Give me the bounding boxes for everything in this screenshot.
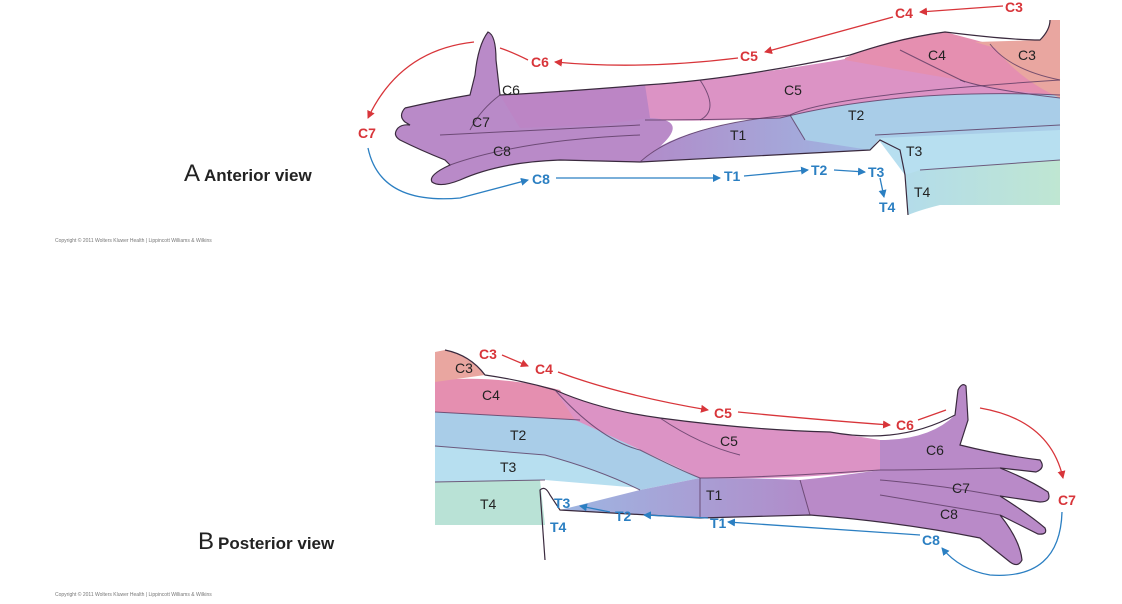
anterior-red-arrow: [554, 57, 739, 67]
anterior-blue-arrow: [367, 147, 529, 200]
posterior-copyright: Copyright © 2011 Wolters Kluwer Health |…: [55, 592, 212, 598]
posterior-blue-arrow: [941, 511, 1063, 576]
anterior-blue-label: C8: [532, 171, 550, 187]
posterior-arm: C3 C4 T2 C5 C6 T3 T1 C7 T4 C8 C3 C4 C5 C…: [434, 346, 1076, 576]
anterior-red-label: C7: [358, 125, 376, 141]
anterior-blue-label: T3: [868, 164, 885, 180]
posterior-outline: [444, 349, 1050, 566]
anterior-seg-label: C7: [472, 114, 490, 130]
anterior-seg-label: T3: [906, 143, 923, 159]
anterior-region-c3: [975, 20, 1060, 98]
posterior-region-c4: [435, 378, 580, 420]
posterior-seg-label: T1: [706, 487, 723, 503]
posterior-blue-label: T2: [615, 508, 632, 524]
posterior-seg-label: T4: [480, 496, 497, 512]
posterior-region-c3: [435, 350, 485, 382]
anterior-blue-label: T1: [724, 168, 741, 184]
anterior-red-arrow: [367, 41, 475, 119]
anterior-seg-label: C5: [784, 82, 802, 98]
posterior-seg-label: C7: [952, 480, 970, 496]
anterior-arm: C3 C4 C5 C6 C7 C8 T1 T2 T3 T4 C3 C4 C5 C…: [358, 0, 1061, 216]
posterior-red-arrow: [557, 371, 709, 413]
posterior-seg-label: C8: [940, 506, 958, 522]
posterior-region-t2: [435, 405, 700, 490]
posterior-seg-label: C6: [926, 442, 944, 458]
anterior-red-arrow: [764, 16, 894, 55]
anterior-region-t4: [905, 155, 1060, 215]
anterior-outline: [394, 19, 1051, 216]
posterior-seg-label: T2: [510, 427, 527, 443]
posterior-region-t1: [560, 478, 810, 518]
posterior-red-label: C3: [479, 346, 497, 362]
anterior-region-c4: [845, 32, 1060, 95]
posterior-blue-label: C8: [922, 532, 940, 548]
posterior-region-t4: [435, 480, 545, 525]
anterior-red-label: C3: [1005, 0, 1023, 15]
posterior-blue-arrow: [579, 503, 611, 513]
anterior-red-label: C5: [740, 48, 758, 64]
anterior-blue-arrow: [833, 167, 866, 176]
anterior-seg-label: C8: [493, 143, 511, 159]
posterior-seg-label: C5: [720, 433, 738, 449]
anterior-seg-label: T2: [848, 107, 865, 123]
anterior-region-t3: [875, 125, 1060, 175]
anterior-view-letter: A: [184, 160, 201, 187]
posterior-blue-label: T4: [550, 519, 567, 535]
anterior-seg-label: T1: [730, 127, 747, 143]
anterior-region-hand: [395, 32, 673, 185]
anterior-red-label: C6: [531, 54, 549, 70]
posterior-blue-label: T3: [554, 495, 571, 511]
anterior-region-t1: [640, 115, 870, 162]
posterior-red-arrow: [979, 407, 1066, 479]
anterior-region-t2: [770, 80, 1060, 150]
posterior-seg-label: C4: [482, 387, 500, 403]
anterior-blue-label: T2: [811, 162, 828, 178]
posterior-red-label: C7: [1058, 492, 1076, 508]
posterior-view-letter: B: [198, 528, 215, 555]
anterior-view-word: Anterior view: [204, 166, 312, 185]
anterior-seg-label: C4: [928, 47, 946, 63]
anterior-region-forearm: [500, 85, 650, 128]
posterior-seg-label: C3: [455, 360, 473, 376]
posterior-region-c5: [555, 390, 880, 479]
posterior-blue-arrow: [727, 518, 921, 536]
anterior-seg-label: C6: [502, 82, 520, 98]
anterior-seg-label: C3: [1018, 47, 1036, 63]
anterior-seg-label: T4: [914, 184, 931, 200]
posterior-red-arrow: [917, 409, 947, 421]
anterior-blue-arrow: [878, 177, 887, 198]
anterior-red-arrow: [499, 47, 529, 61]
anterior-copyright: Copyright © 2011 Wolters Kluwer Health |…: [55, 238, 212, 244]
posterior-red-arrow: [501, 354, 529, 367]
posterior-view-word: Posterior view: [218, 534, 335, 553]
posterior-blue-label: T1: [710, 515, 727, 531]
anterior-blue-arrow: [743, 166, 809, 177]
anterior-red-label: C4: [895, 5, 913, 21]
posterior-red-label: C5: [714, 405, 732, 421]
anterior-blue-label: T4: [879, 199, 896, 215]
posterior-blue-arrow: [643, 511, 709, 520]
posterior-red-arrow: [737, 411, 891, 429]
anterior-red-arrow: [919, 5, 1004, 16]
posterior-red-label: C4: [535, 361, 553, 377]
posterior-red-label: C6: [896, 417, 914, 433]
posterior-seg-label: T3: [500, 459, 517, 475]
posterior-region-t3: [435, 445, 640, 488]
